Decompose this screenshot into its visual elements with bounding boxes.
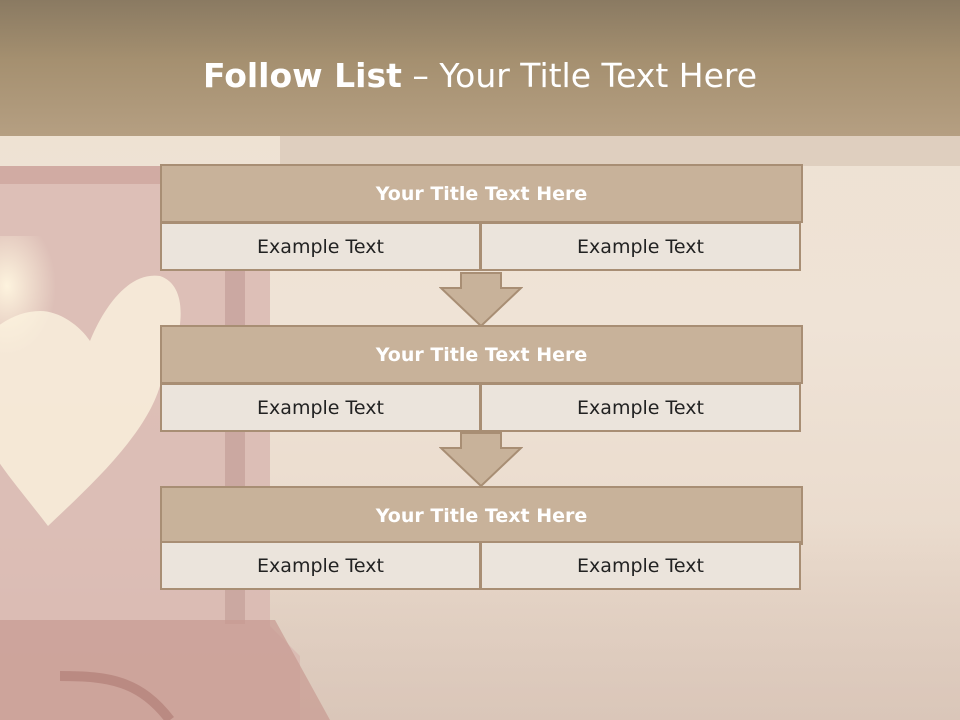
step-1-right-cell: Example Text (480, 222, 801, 271)
down-arrow-icon (439, 272, 523, 328)
background-band (280, 136, 960, 166)
slide-title: Follow List – Your Title Text Here (0, 56, 960, 96)
step-1-title: Your Title Text Here (160, 164, 803, 223)
down-arrow-icon (439, 432, 523, 488)
step-1-left-cell: Example Text (160, 222, 481, 271)
title-rest: – Your Title Text Here (401, 56, 758, 95)
step-3-left-cell: Example Text (160, 541, 481, 590)
title-bold: Follow List (202, 56, 402, 95)
step-2-title: Your Title Text Here (160, 325, 803, 384)
step-2-left-cell: Example Text (160, 383, 481, 432)
step-3-title: Your Title Text Here (160, 486, 803, 545)
step-2-right-cell: Example Text (480, 383, 801, 432)
title-bar (0, 0, 960, 136)
step-3-right-cell: Example Text (480, 541, 801, 590)
